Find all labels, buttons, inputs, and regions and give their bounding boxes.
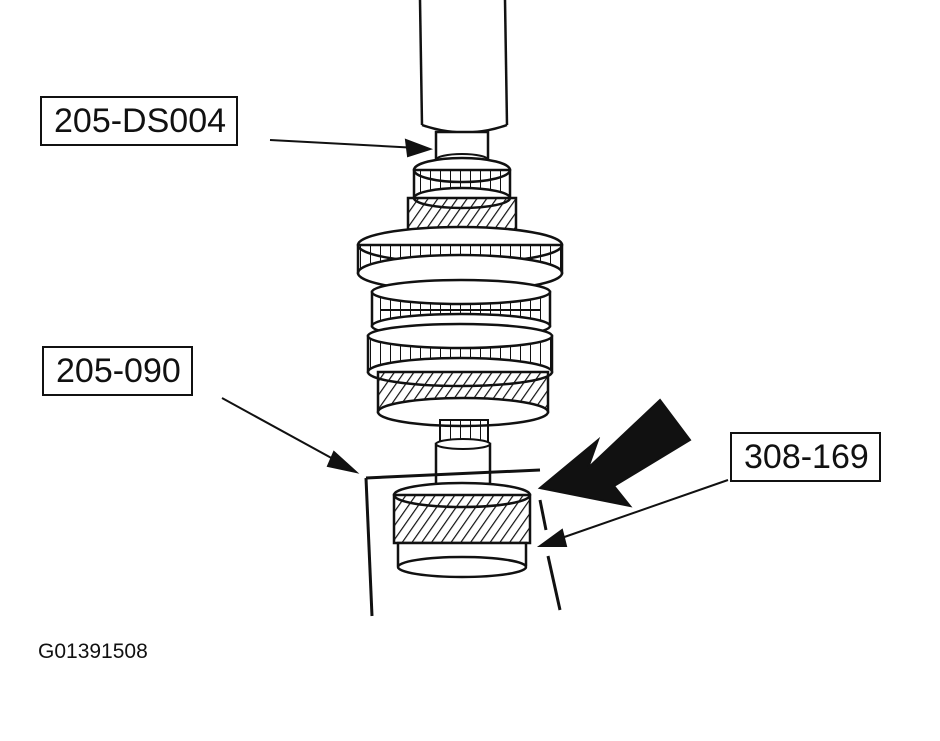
callout-tool-308-169: 308-169 [730,432,881,482]
callout-tool-205-090: 205-090 [42,346,193,396]
press-plate [364,468,562,617]
leader-lines [221,138,729,547]
press-ram [418,0,509,167]
figure-id: G01391508 [38,640,148,663]
callout-tool-205-ds004: 205-DS004 [40,96,239,146]
lower-shaft [434,419,492,486]
large-gear-lower [366,322,554,428]
lower-gear [392,481,532,579]
direction-arrow-icon [537,398,692,508]
